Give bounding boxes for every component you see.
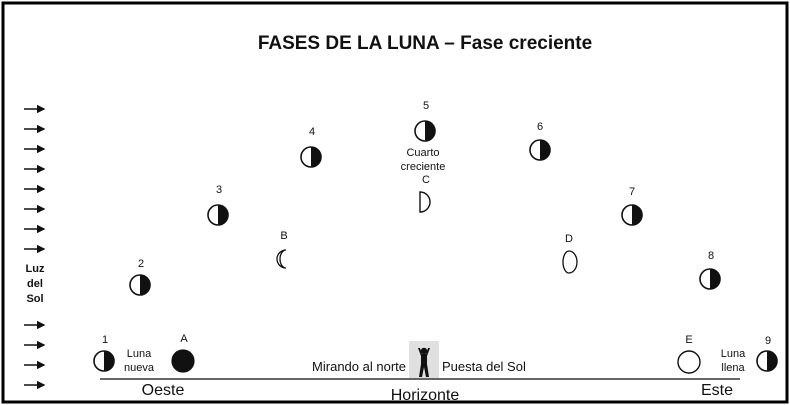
phase-example-b: B <box>276 230 288 269</box>
moon-position-label-3: 3 <box>216 184 222 196</box>
moon-position-label-7: 7 <box>629 186 635 198</box>
first-quarter-label-2: creciente <box>401 161 446 173</box>
waxing-gibbous-icon <box>562 250 578 274</box>
sunset-text: Puesta del Sol <box>442 359 526 374</box>
moon-position-7: 7 <box>621 186 643 226</box>
full-moon-label-1: Luna <box>721 348 746 360</box>
moon-position-4: 4 <box>300 126 322 168</box>
phase-example-label-b: B <box>280 230 287 242</box>
phase-example-c: C <box>419 174 431 213</box>
new-moon-label-1: Luna <box>127 348 152 360</box>
sun-light-label-2: del <box>27 278 43 290</box>
moon-position-3: 3 <box>207 184 229 226</box>
moon-position-1: 1 <box>93 334 115 372</box>
moon-position-5: 5 <box>414 100 436 142</box>
sunlight-arrows <box>24 104 46 390</box>
observer-figure-icon <box>409 341 439 378</box>
moon-position-label-5: 5 <box>423 100 429 112</box>
horizon-label: Horizonte <box>391 387 460 404</box>
full-moon-label-2: llena <box>721 362 745 374</box>
first-quarter-icon <box>419 191 431 213</box>
moon-position-label-4: 4 <box>309 126 315 138</box>
moon-position-label-2: 2 <box>138 258 144 270</box>
phase-example-label-d: D <box>565 233 573 245</box>
moon-position-label-1: 1 <box>102 334 108 346</box>
moon-position-9: 9 <box>756 335 778 372</box>
new-moon-label-2: nueva <box>124 362 155 374</box>
sun-light-label-3: Sol <box>26 293 43 305</box>
east-label: Este <box>701 382 733 399</box>
phase-example-d: D <box>562 233 578 274</box>
phase-example-label-c: C <box>422 174 430 186</box>
phase-example-label-a: A <box>180 333 188 345</box>
moon-position-8: 8 <box>699 250 721 290</box>
waxing-crescent-icon <box>276 249 287 269</box>
new-moon-icon <box>171 349 195 373</box>
moon-position-label-9: 9 <box>765 335 771 347</box>
figure-title: FASES DE LA LUNA – Fase creciente <box>258 33 592 54</box>
moon-position-6: 6 <box>529 121 551 161</box>
phase-example-label-e: E <box>685 334 692 346</box>
west-label: Oeste <box>142 382 185 399</box>
sun-light-label-1: Luz <box>26 263 45 275</box>
full-moon-icon <box>677 350 701 374</box>
observer-text: Mirando al norte <box>312 359 406 374</box>
first-quarter-label-1: Cuarto <box>406 147 439 159</box>
moon-position-label-6: 6 <box>537 121 543 133</box>
phase-example-a: A <box>171 333 195 373</box>
moon-position-label-8: 8 <box>708 250 714 262</box>
moon-position-2: 2 <box>129 258 151 296</box>
phase-example-e: E <box>677 334 701 374</box>
